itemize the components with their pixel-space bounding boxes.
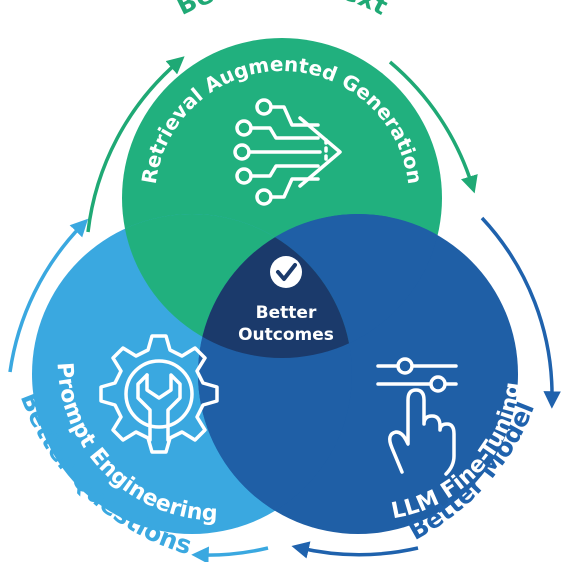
left-arc-bottom	[191, 546, 269, 562]
center-region	[198, 214, 352, 358]
check-circle-icon	[270, 256, 302, 288]
slider-hand-icon	[376, 357, 458, 476]
right-arc-top	[480, 216, 561, 409]
better-context-label: Better Context	[172, 0, 393, 21]
center-label-line1: Better	[256, 303, 317, 323]
top-arc-left	[86, 56, 185, 233]
circuit-arrow-icon	[233, 98, 342, 206]
outer-arcs	[8, 56, 561, 562]
top-arc-right	[388, 60, 478, 194]
right-arc-bottom	[291, 541, 419, 559]
center-label-line2: Outcomes	[238, 325, 334, 345]
gear-wrench-icon	[99, 334, 219, 454]
left-arc-top	[8, 218, 89, 373]
